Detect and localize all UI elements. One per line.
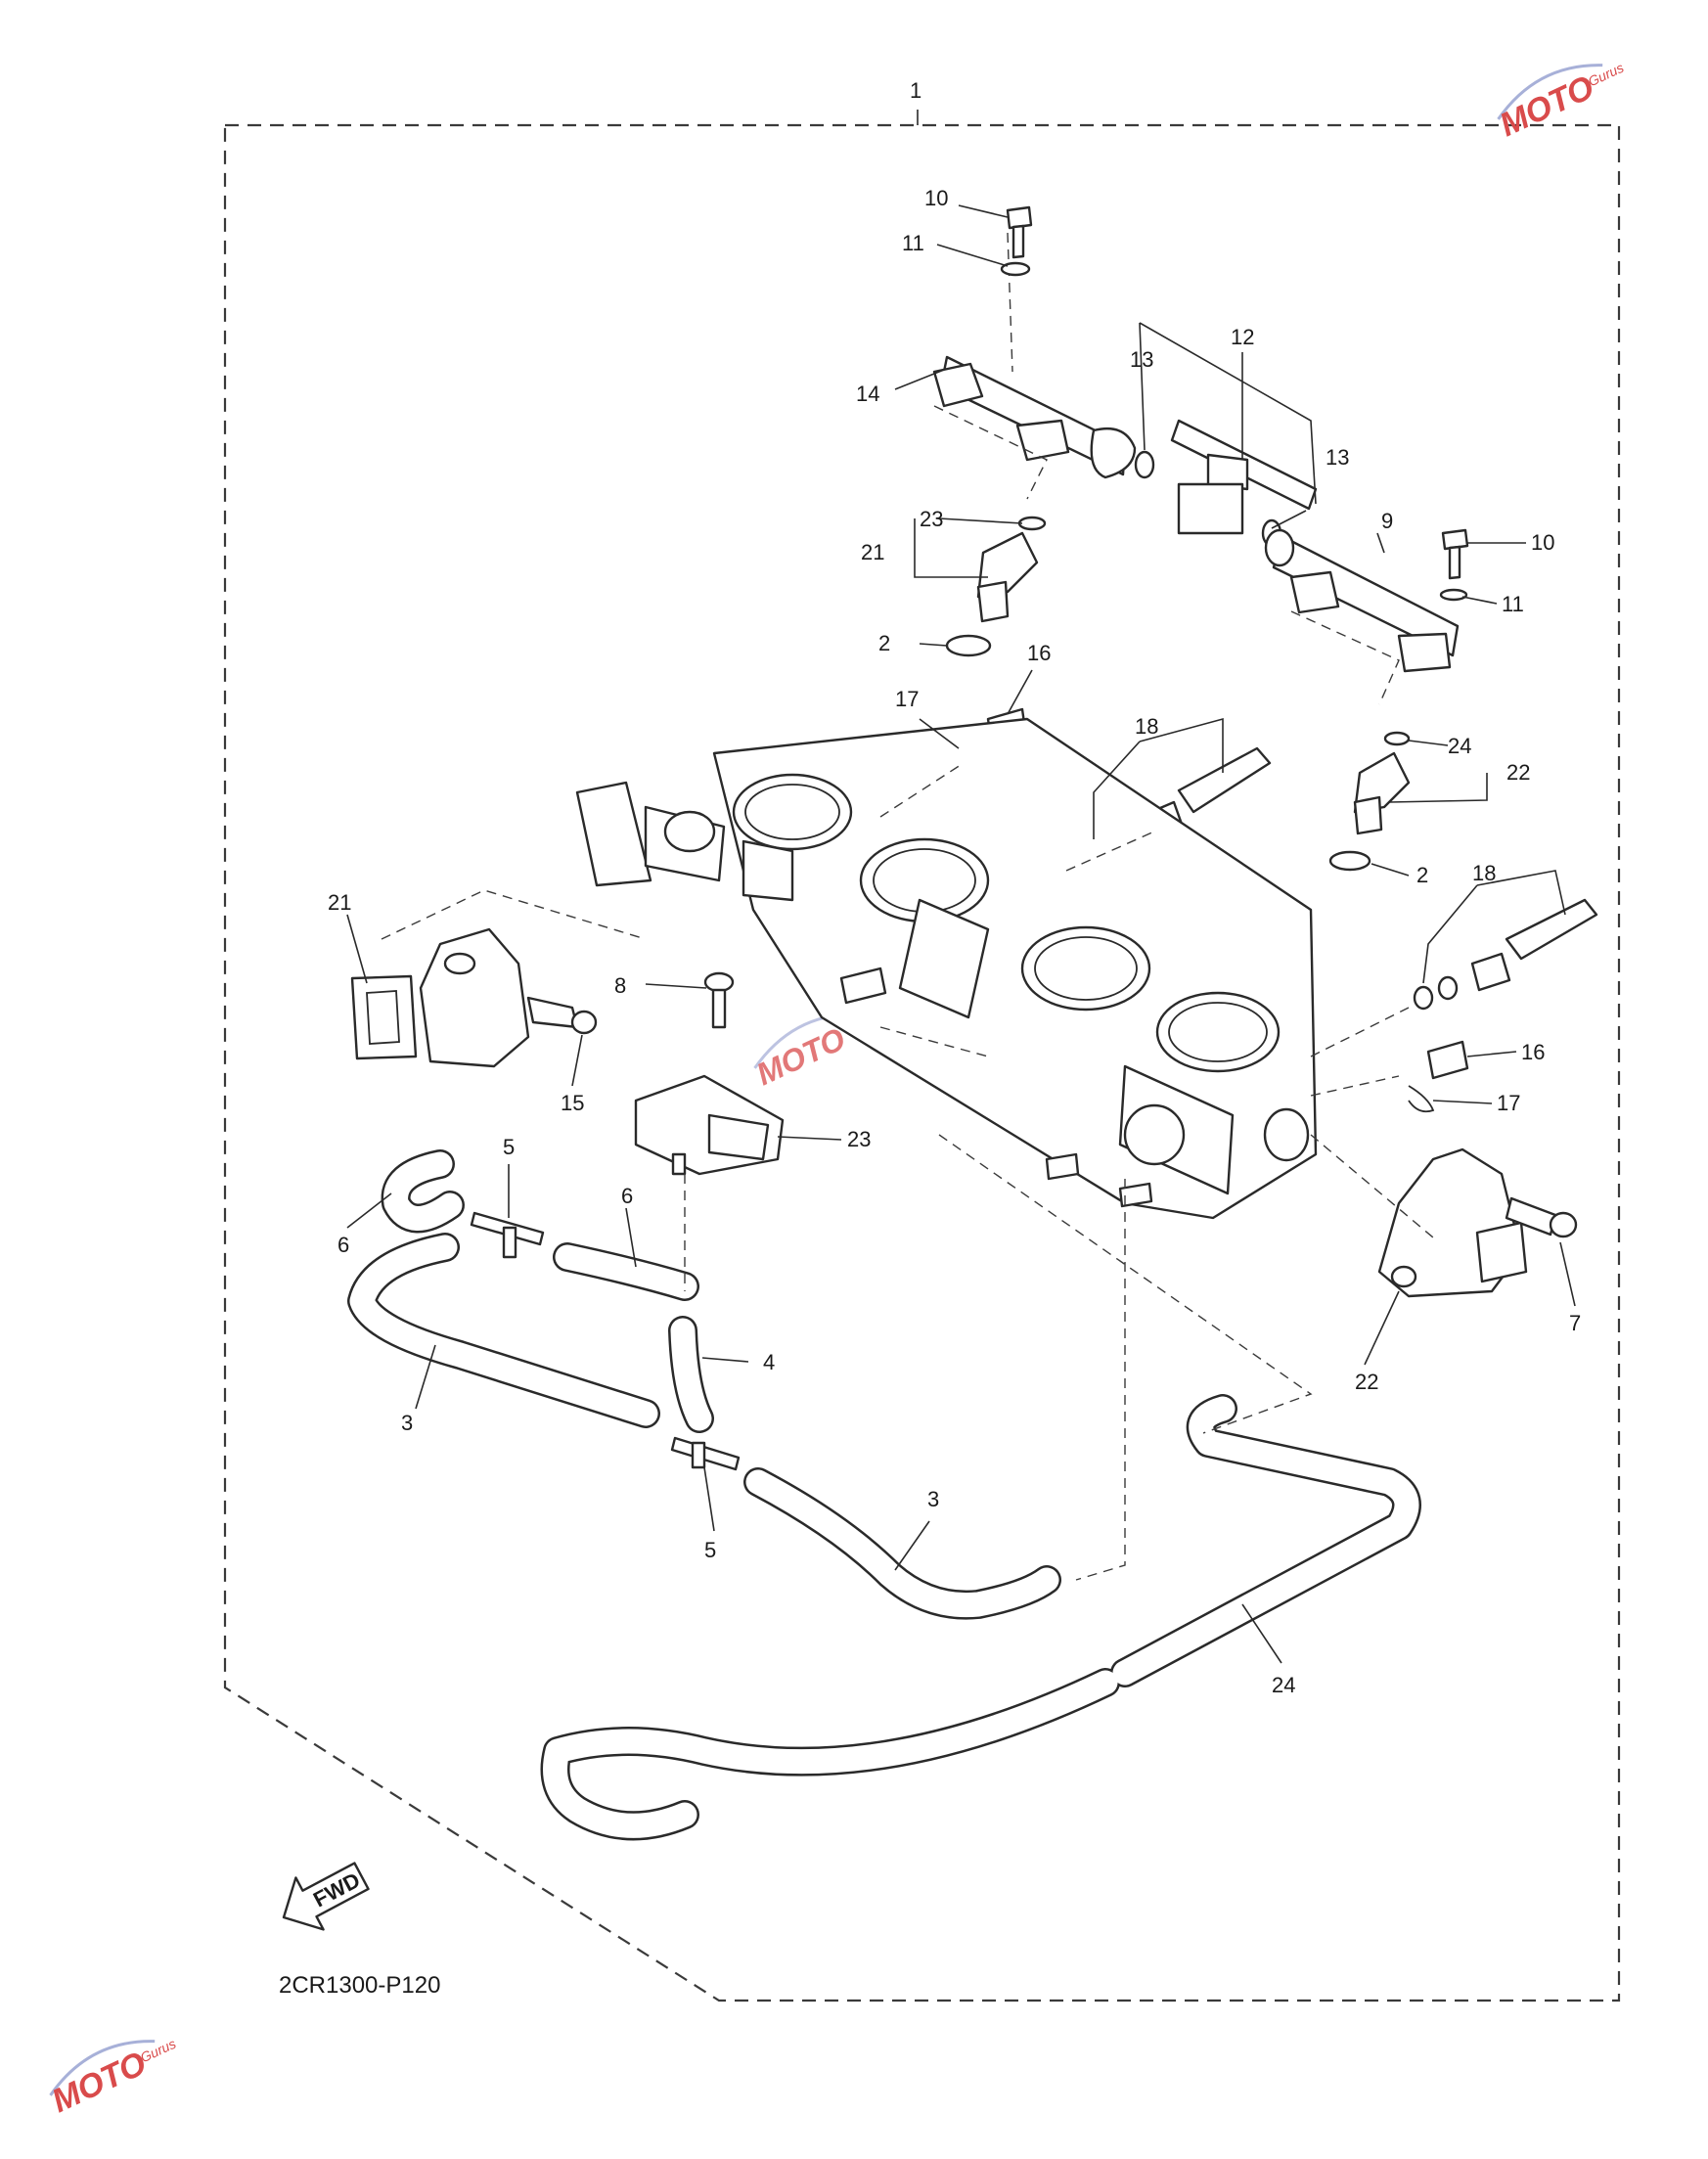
hose-3-left (347, 1233, 660, 1428)
callout-12: 12 (1231, 325, 1254, 349)
callout-20-right: 24 (1448, 734, 1471, 758)
callout-10-left: 10 (924, 186, 948, 210)
callout-18-upper: 18 (1135, 714, 1158, 739)
joint-5-upper (470, 1211, 545, 1259)
callout-5-lower: 5 (704, 1538, 716, 1562)
callout-5-upper: 5 (503, 1135, 515, 1159)
callout-9: 9 (1381, 509, 1393, 533)
callout-leaders (346, 204, 1576, 1664)
assembly-lines (381, 405, 1434, 1581)
callout-19-left: 21 (861, 540, 884, 564)
callout-17-upper: 17 (895, 687, 919, 711)
callout-15: 15 (561, 1091, 584, 1115)
callout-20-left: 23 (920, 507, 943, 531)
callout-18-lower: 18 (1472, 861, 1496, 885)
watermark-top-right: MOTO Gurus (1494, 60, 1626, 144)
hose-24 (540, 1394, 1421, 1841)
hose-6-left (381, 1149, 465, 1234)
bolt-10-right (1439, 528, 1469, 602)
hose-6-right (553, 1242, 699, 1301)
injector-right (1328, 731, 1411, 872)
callout-11-left: 11 (902, 231, 924, 255)
pressure-sensor-23 (634, 1074, 785, 1176)
callout-10-right: 10 (1531, 530, 1554, 555)
fwd-arrow: FWD (282, 1862, 370, 1931)
callout-3-left: 3 (401, 1411, 413, 1435)
callout-8: 8 (614, 973, 626, 998)
clip-17-lower (1408, 1085, 1435, 1113)
callout-19-right: 22 (1506, 760, 1530, 785)
callout-23: 23 (847, 1127, 871, 1151)
fuel-rail-right (1264, 528, 1460, 673)
bolt-8 (703, 971, 735, 1029)
callout-16-upper: 16 (1027, 641, 1051, 665)
callout-24: 24 (1272, 1673, 1295, 1697)
screw-15 (526, 996, 598, 1035)
throttle-linkage (575, 781, 794, 902)
injector-left (945, 516, 1047, 657)
hose-4 (668, 1316, 714, 1433)
callout-14: 14 (856, 382, 879, 406)
callout-13-lower: 13 (1326, 445, 1349, 470)
fuel-pipe-12 (1134, 419, 1318, 548)
callout-4: 4 (763, 1350, 775, 1374)
callout-6-left: 6 (337, 1233, 349, 1257)
assembly-boundary (223, 123, 1621, 2002)
watermark-bottom-left: MOTO Gurus (46, 2036, 178, 2120)
callout-2-left: 2 (878, 631, 890, 655)
watermark-brand: MOTO (46, 2045, 152, 2120)
callout-21: 21 (328, 890, 351, 915)
callout-22: 22 (1355, 1370, 1378, 1394)
callout-3-right: 3 (927, 1487, 939, 1511)
callout-labels: 1 10 11 12 13 13 14 23 21 2 16 17 18 9 1… (328, 78, 1581, 1697)
throttle-body (712, 717, 1318, 1220)
hose-3-right (743, 1467, 1061, 1620)
callout-17-lower: 17 (1497, 1091, 1520, 1115)
callout-6-right: 6 (621, 1184, 633, 1208)
watermark-brand: MOTO (751, 1020, 851, 1092)
bolt-10-left (1000, 205, 1033, 277)
watermark-brand: MOTO (1494, 68, 1599, 144)
air-screw-18-lower (1413, 898, 1598, 1011)
throttle-sensor-22 (1377, 1147, 1528, 1298)
callout-16-lower: 16 (1521, 1040, 1545, 1064)
callout-1: 1 (910, 78, 921, 103)
callout-13-upper: 13 (1130, 347, 1153, 372)
throttle-sensor-21 (350, 927, 530, 1068)
part-code: 2CR1300-P120 (279, 1972, 440, 1999)
screw-7 (1505, 1196, 1578, 1238)
fuel-rail-left (932, 232, 1137, 479)
joint-5-lower (670, 1436, 741, 1471)
callout-2-right: 2 (1416, 863, 1428, 887)
cap-16-lower (1426, 1040, 1469, 1080)
callout-7: 7 (1569, 1311, 1581, 1335)
callout-11-right: 11 (1502, 592, 1524, 616)
